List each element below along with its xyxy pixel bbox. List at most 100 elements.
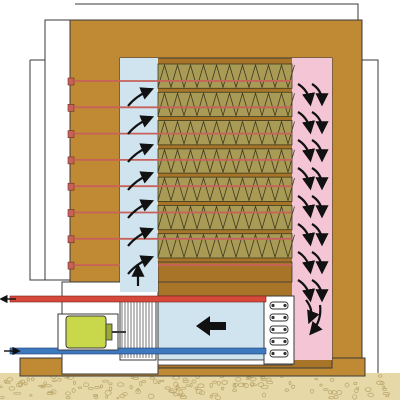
ground-pebble [65,391,71,396]
ground-pebble [104,390,112,396]
ground-pebble [310,388,314,394]
ground-pebble [220,386,225,391]
ground-pebble [232,389,238,392]
ground-pebble [354,388,359,394]
ground-pebble [175,385,179,391]
ground-pebble [179,395,187,400]
ground-pebble [261,384,269,390]
flow-arrow-return [297,139,316,163]
ground-pebble [217,380,221,386]
ground-pebble [26,377,30,382]
ground-pebble [116,396,120,400]
ground-pebble [376,380,384,385]
ground-pebble [8,386,15,391]
flow-arrow-return [297,167,316,191]
ground-pebble [177,393,183,397]
ground-pebble [153,378,158,385]
flow-arrow-return [297,279,316,303]
ground-pebble [44,384,53,388]
ground-pebble [129,385,133,390]
ground-pebble [212,380,217,384]
ground-pebble [266,380,273,385]
flow-arrow-return [297,83,316,107]
ground-pebble [147,393,155,399]
ground-pebble [94,394,99,400]
rod-end [67,156,75,165]
ground-pebble [99,384,103,389]
ground-pebble [83,382,90,387]
ground-pebble [195,388,203,395]
flow-arrow-supply [127,199,155,219]
ground-pebble [94,386,100,389]
ground-pebble [377,374,383,378]
ground-pebble [197,383,205,389]
ground-pebble [30,377,35,381]
ground-pebble [199,390,205,396]
ground-pebble [382,385,386,390]
ground-pebble [173,392,178,397]
coil-end [283,315,287,320]
ground-pebble [209,382,213,388]
curved-arrow-icon [127,83,329,336]
coil [269,325,289,334]
ground-pebble [50,389,57,395]
shelf-pattern [157,233,295,259]
coil-end [271,327,275,332]
flow-arrow-return [305,299,320,325]
hot-pipe [9,295,267,303]
coil-end [271,303,275,308]
flow-arrow-supply [127,115,155,135]
ground-pebble [385,394,390,398]
ground-pebble [51,379,57,383]
coil-end [271,351,275,356]
ground-pebble [29,394,33,397]
flow-arrow-return [297,111,316,135]
cold-pipe [9,347,267,355]
rod-end [67,104,75,112]
ground-pebble [249,377,257,382]
ground-pebble [20,379,26,384]
ground-pebble [327,390,334,395]
ground-pebble [168,390,175,393]
ground-pebble [77,386,83,389]
ground-pebble [38,384,45,388]
ground-pebble [182,379,190,384]
ground-pebble [319,383,323,387]
pipe-arrow-icon [0,294,21,356]
ground-pebble [353,382,358,386]
ground-pebble [191,379,197,384]
ground-pebble [291,384,295,389]
ground-pebble [182,377,188,382]
ground-pebble [233,382,238,388]
coil-end [283,339,287,344]
ground-pebble [178,386,187,390]
coil [269,349,289,358]
rod-end [67,182,75,191]
ground-pebble [211,392,219,396]
shelf-pattern [157,148,295,174]
ground-pebble [260,377,267,381]
ground-pebble [43,381,47,385]
ground-pebble [249,383,257,386]
flow-arrow-supply [127,227,155,247]
rod-end [67,235,75,244]
ground-pebble [314,377,318,381]
motor-icon [57,313,126,351]
ground-pebble [135,389,141,394]
flow-arrow-return [311,83,329,107]
shelf-pattern [157,91,295,117]
coil-end [271,339,275,344]
ground-pebble [13,391,22,395]
coil [269,313,289,322]
left-arrow-icon [196,316,226,336]
flow-arrow-supply [127,143,155,163]
flow-arrow-return [311,251,329,275]
flow-arrow-return [311,223,329,247]
ground-pebble [352,394,358,400]
coil-end [283,327,287,332]
ground-pebble [185,384,190,388]
ground-pebble [284,388,289,392]
ground-pebble [108,382,113,386]
ground-pebble [108,386,113,392]
